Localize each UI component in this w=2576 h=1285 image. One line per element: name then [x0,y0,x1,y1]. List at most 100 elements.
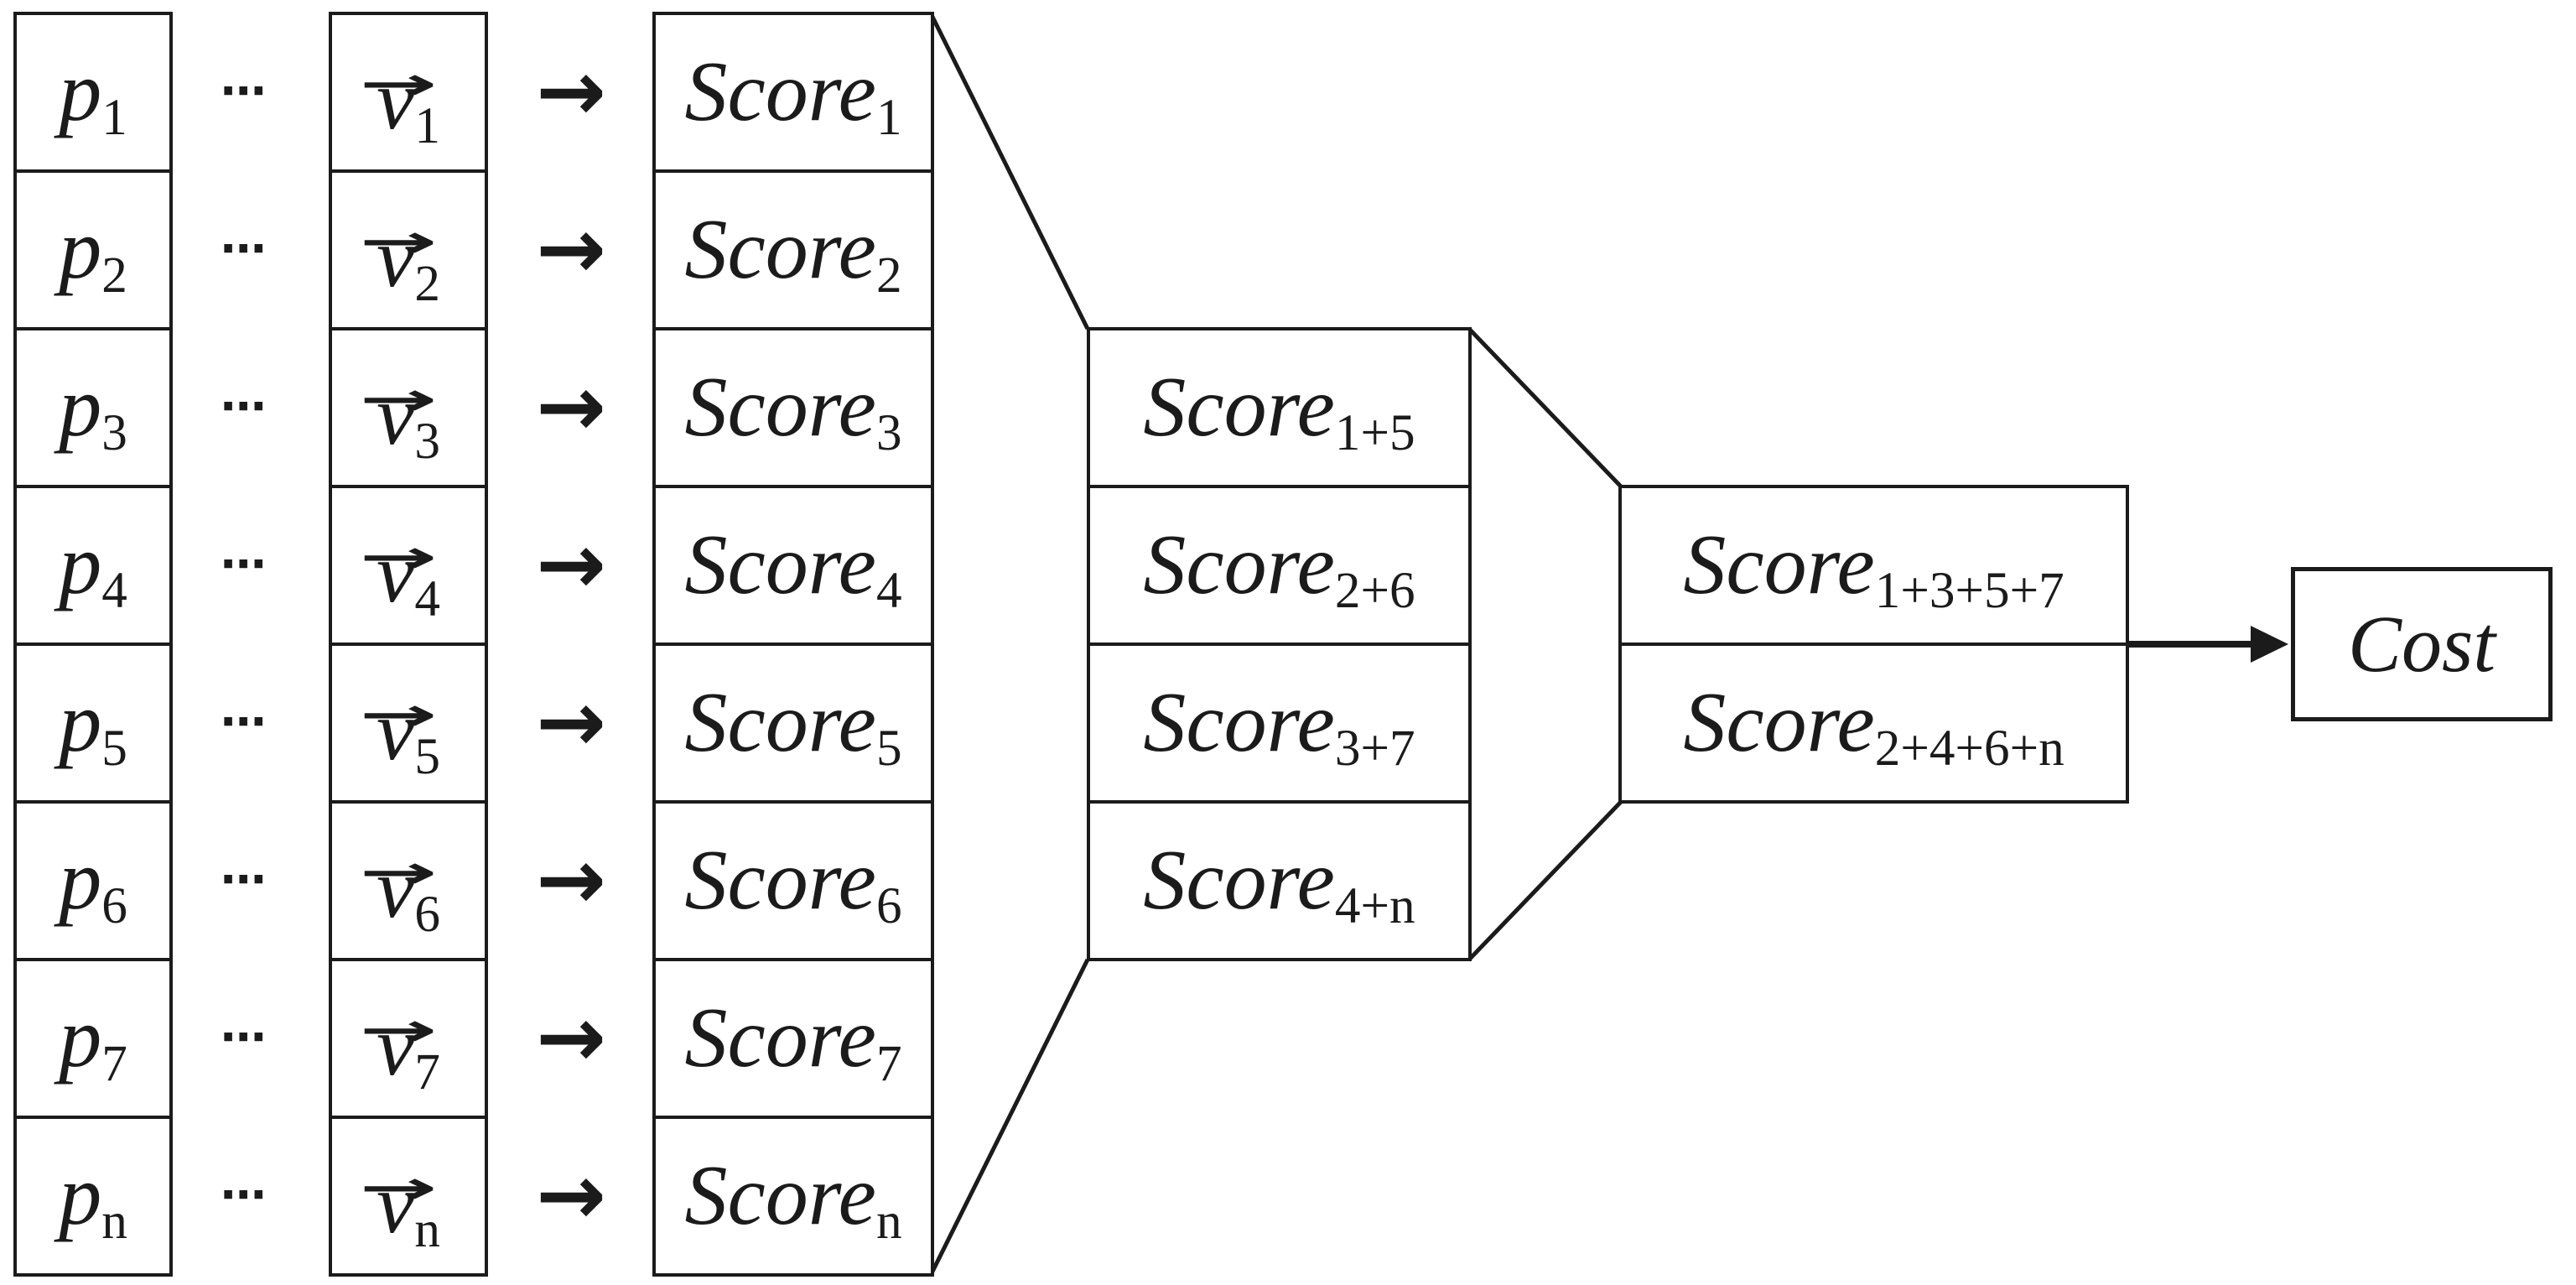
right-arrow-icon: → [536,987,606,1086]
v-subscript: n [414,1201,440,1259]
p-label: p3 [59,365,127,459]
p-base: p [59,44,102,139]
score-label: Score3 [684,365,901,459]
maps-to-arrow-6: → [515,800,627,958]
score-label: Score1+3+5+7 [1683,523,2064,616]
score-cell-n: Scoren [652,1116,934,1277]
p-label: p4 [59,523,127,616]
vector-column: →v1 →v2 →v3 →v4 →v5 →v6 →v7 →vn [329,12,488,1277]
p-cell-1: p1 [13,12,173,173]
p-label: p5 [59,680,127,774]
ellipsis-1: ⋯ [191,12,295,169]
v-cell-n: →vn [329,1116,488,1277]
p-base: p [59,360,102,455]
score-subscript: 3+7 [1334,720,1415,778]
v-label: →v3 [360,356,440,467]
score-label: Scoren [684,1153,901,1247]
score-label: Score3+7 [1143,680,1415,774]
v-label: →v1 [360,41,440,152]
p-cell-6: p6 [13,800,173,961]
ellipsis-icon: ⋯ [221,64,266,117]
p-cell-7: p7 [13,958,173,1119]
stage3-cell-2-4-6-n: Score2+4+6+n [1618,642,2129,804]
v-subscript: 2 [414,255,440,313]
p-cell-n: pn [13,1116,173,1277]
score-base: Score [1143,518,1335,612]
maps-to-arrow-7: → [515,958,627,1116]
right-arrow-icon: → [536,356,606,455]
v-base: v [377,368,415,463]
maps-to-arrow-2: → [515,169,627,327]
score-cell-4: Score4 [652,485,934,646]
cost-arrow-head [2251,626,2288,663]
funnel-line-bottom-1 [928,958,1090,1277]
stage2-cell-4-n: Score4+n [1087,800,1472,961]
v-subscript: 4 [414,570,440,628]
score-label: Score2+6 [1143,523,1415,616]
v-subscript: 7 [414,1043,440,1101]
score-cell-7: Score7 [652,958,934,1119]
score-base: Score [684,991,876,1085]
stage2-cell-3-7: Score3+7 [1087,642,1472,804]
score-cell-3: Score3 [652,327,934,488]
vector-arrow-icon: → [359,689,438,741]
score-subscript: 1 [875,89,902,147]
right-arrow-icon: → [536,830,606,929]
v-cell-1: →v1 [329,12,488,173]
ellipsis-icon: ⋯ [221,695,266,748]
score-subscript: n [875,1193,902,1251]
ellipsis-icon: ⋯ [221,1010,266,1064]
right-arrow-icon: → [536,1145,606,1244]
vector-arrow-icon: → [359,216,438,268]
p-base: p [59,1148,102,1243]
p-base: p [59,675,102,770]
score-label: Score4 [684,523,901,616]
v-subscript: 5 [414,728,440,786]
score-label: Score4+n [1143,838,1415,932]
score-base: Score [1143,675,1335,770]
maps-to-arrow-5: → [515,642,627,800]
v-label: →v2 [360,199,440,310]
score-subscript: 7 [875,1035,902,1093]
maps-to-arrow-column: → → → → → → → → [515,12,627,1273]
v-base: v [377,211,415,305]
ellipsis-icon: ⋯ [221,379,266,433]
funnel-line-bottom-2 [1467,800,1623,961]
vector-arrow-icon: → [359,1162,438,1215]
v-base: v [377,1157,415,1251]
score-subscript: 1+3+5+7 [1874,562,2064,620]
p-subscript: 4 [101,562,127,620]
right-arrow-icon: → [536,672,606,771]
right-arrow-icon: → [536,199,606,298]
stage3-cell-1-3-5-7: Score1+3+5+7 [1618,485,2129,646]
score-label: Score2+4+6+n [1683,680,2064,774]
score-subscript: 3 [875,404,902,462]
v-cell-3: →v3 [329,327,488,488]
p-label: p2 [59,207,127,301]
score-subscript: 1+5 [1334,404,1415,462]
v-base: v [377,841,415,936]
maps-to-arrow-4: → [515,485,627,642]
p-base: p [59,991,102,1085]
v-subscript: 3 [414,413,440,471]
ellipsis-icon: ⋯ [221,1168,266,1221]
maps-to-arrow-n: → [515,1116,627,1273]
v-label: →v5 [360,672,440,783]
maps-to-arrow-3: → [515,327,627,485]
p-label: pn [59,1153,127,1247]
score-subscript: 2+6 [1334,562,1415,620]
v-base: v [377,526,415,621]
v-cell-5: →v5 [329,642,488,804]
v-subscript: 6 [414,886,440,944]
score-base: Score [684,44,876,139]
score-subscript: 4 [875,562,902,620]
score-subscript: 2+4+6+n [1874,720,2064,778]
ellipsis-icon: ⋯ [221,537,266,590]
ellipsis-column: ⋯ ⋯ ⋯ ⋯ ⋯ ⋯ ⋯ ⋯ [191,12,295,1273]
score-base: Score [684,518,876,612]
v-label: →v6 [360,830,440,940]
v-cell-2: →v2 [329,169,488,330]
p-cell-3: p3 [13,327,173,488]
score-base: Score [684,675,876,770]
score-column: Score1 Score2 Score3 Score4 Score5 Score… [652,12,934,1277]
